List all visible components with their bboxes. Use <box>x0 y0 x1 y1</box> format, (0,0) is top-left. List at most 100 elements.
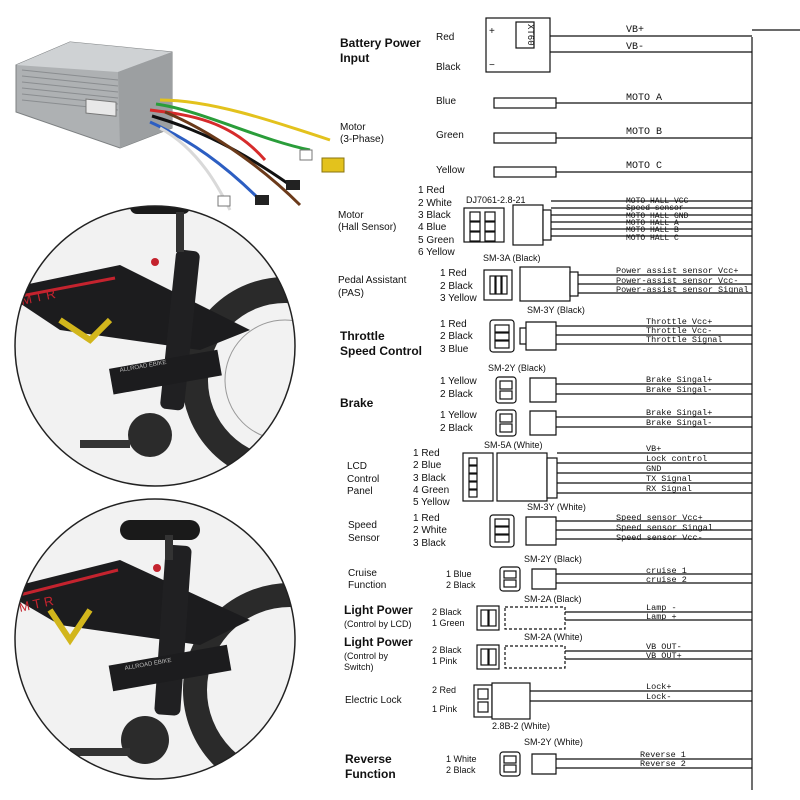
section-title: Speed <box>348 520 377 531</box>
connector-name: XT60 <box>525 24 535 46</box>
wire-label: 1 Red <box>440 319 467 330</box>
bike-photo-bottom: M T R ALLROAD EBIKE <box>14 498 296 780</box>
connector-name: SM-2Y (Black) <box>488 363 546 373</box>
section-title: Switch) <box>344 662 374 672</box>
wire-label: Blue <box>436 96 456 107</box>
section-title: (Control by LCD) <box>344 619 412 629</box>
section-throttle: Throttle Speed Control 1 Red 2 Black 3 B… <box>340 317 752 373</box>
controller-photo <box>15 41 345 211</box>
wire-label: 1 Red <box>440 268 467 279</box>
signal-label: Lock- <box>646 692 672 702</box>
section-light-switch: Light Power (Control by Switch) SM-2A (W… <box>344 632 752 672</box>
wire-label: 2 Black <box>432 607 462 617</box>
section-brake: Brake 1 Yellow 2 Black Brake Singal+ Bra… <box>340 375 752 437</box>
wire-label: 3 Black <box>413 538 447 549</box>
signal-label: Power-assist sensor Vcc- <box>616 276 738 286</box>
signal-label: MOTO HALL GND <box>626 212 689 221</box>
signal-label: MOTO B <box>626 127 662 138</box>
section-light-lcd: Light Power (Control by LCD) SM-2A (Blac… <box>344 594 752 631</box>
wire-label: 3 Yellow <box>440 293 477 304</box>
signal-label: Speed sensor Vcc+ <box>616 513 703 523</box>
connector-name: SM-3Y (White) <box>527 502 586 512</box>
wire-label: Green <box>436 130 464 141</box>
signal-label: MOTO HALL A <box>626 219 679 228</box>
wire-label: 2 Black <box>440 281 474 292</box>
signal-label: Throttle Signal <box>646 335 723 345</box>
section-title: Pedal Assistant <box>338 275 407 286</box>
section-motor-phase: Motor (3-Phase) Blue Green Yellow MOTO A… <box>340 93 752 178</box>
section-title: Function <box>345 767 396 781</box>
section-title: Panel <box>347 486 373 497</box>
section-title: Reverse <box>345 752 392 766</box>
section-title: Input <box>340 51 369 65</box>
section-title: (Control by <box>344 651 389 661</box>
wire-label: 4 Blue <box>418 222 447 233</box>
signal-label: MOTO C <box>626 161 662 172</box>
connector-name: SM-2Y (Black) <box>524 554 582 564</box>
signal-label: VB OUT- <box>646 642 682 652</box>
wire-label: 4 Green <box>413 485 449 496</box>
section-title: Light Power <box>344 635 413 649</box>
section-reverse: Reverse Function SM-2Y (White) 1 White 2… <box>345 737 752 781</box>
section-lock: Electric Lock 2 Red 1 Pink Lock+ Lock- 2… <box>345 682 752 731</box>
wire-label: 2 Blue <box>413 460 442 471</box>
connector-name: SM-3A (Black) <box>483 253 541 263</box>
section-title: Control <box>347 474 379 485</box>
signal-label: VB+ <box>646 444 661 454</box>
section-pas: Pedal Assistant (PAS) SM-3A (Black) 1 Re… <box>338 253 752 315</box>
signal-label: Brake Singal+ <box>646 375 712 385</box>
section-title: Electric Lock <box>345 695 403 706</box>
wire-label: 1 Blue <box>446 569 472 579</box>
connector-name: DJ7061-2.8-21 <box>466 195 526 205</box>
section-title: Throttle <box>340 329 385 343</box>
wire-label: 1 White <box>446 754 477 764</box>
wire-label: 2 Black <box>440 331 474 342</box>
signal-label: Throttle Vcc+ <box>646 317 712 327</box>
section-title: Motor <box>340 122 366 133</box>
wire-label: 1 Green <box>432 618 465 628</box>
connector-name: SM-2A (White) <box>524 632 583 642</box>
signal-label: GND <box>646 464 661 474</box>
signal-label: cruise 2 <box>646 575 687 585</box>
signal-label: Reverse 2 <box>640 759 686 769</box>
signal-label: MOTO A <box>626 93 662 104</box>
signal-label: VB OUT+ <box>646 651 682 661</box>
section-title: Cruise <box>348 568 377 579</box>
section-title: LCD <box>347 461 367 472</box>
wire-label: 5 Green <box>418 235 454 246</box>
section-title: Battery Power <box>340 36 421 50</box>
wire-label: Black <box>436 62 461 73</box>
signal-label: Lamp - <box>646 603 677 613</box>
section-title: Sensor <box>348 533 380 544</box>
wire-label: 2 White <box>413 525 447 536</box>
section-hall: Motor (Hall Sensor) 1 Red 2 White 3 Blac… <box>338 185 752 258</box>
signal-label: cruise 1 <box>646 566 687 576</box>
wire-label: 2 Black <box>446 580 476 590</box>
signal-label: Lock+ <box>646 682 672 692</box>
signal-label: Lamp + <box>646 612 677 622</box>
section-title: Light Power <box>344 603 413 617</box>
wire-label: 2 Black <box>440 389 474 400</box>
wire-label: 1 Yellow <box>440 376 477 387</box>
wire-label: 3 Black <box>418 210 452 221</box>
section-cruise: Cruise Function 1 Blue 2 Black cruise 1 … <box>348 566 752 592</box>
wire-label: 1 Pink <box>432 704 458 714</box>
wire-label: 1 Red <box>418 185 445 196</box>
wire-label: 1 Red <box>413 513 440 524</box>
section-title: Motor <box>338 210 364 221</box>
signal-label: Brake Singal+ <box>646 408 712 418</box>
signal-label: Speed sensor <box>626 204 684 213</box>
section-battery: Battery Power Input Red Black XT60 + − V… <box>340 17 752 73</box>
section-lcd: LCD Control Panel SM-5A (White) 1 Red 2 … <box>347 440 752 512</box>
wire-label: 1 Pink <box>432 656 458 666</box>
signal-label: Power assist sensor Vcc+ <box>616 266 738 276</box>
section-title: (3-Phase) <box>340 134 384 145</box>
signal-label: MOTO HALL C <box>626 234 679 243</box>
section-title: Function <box>348 580 386 591</box>
wire-label: 1 Red <box>413 448 440 459</box>
wire-label: 5 Yellow <box>413 497 450 508</box>
wire-label: 2 Black <box>446 765 476 775</box>
wire-label: 2 Red <box>432 685 456 695</box>
signal-label: Brake Singal- <box>646 418 712 428</box>
